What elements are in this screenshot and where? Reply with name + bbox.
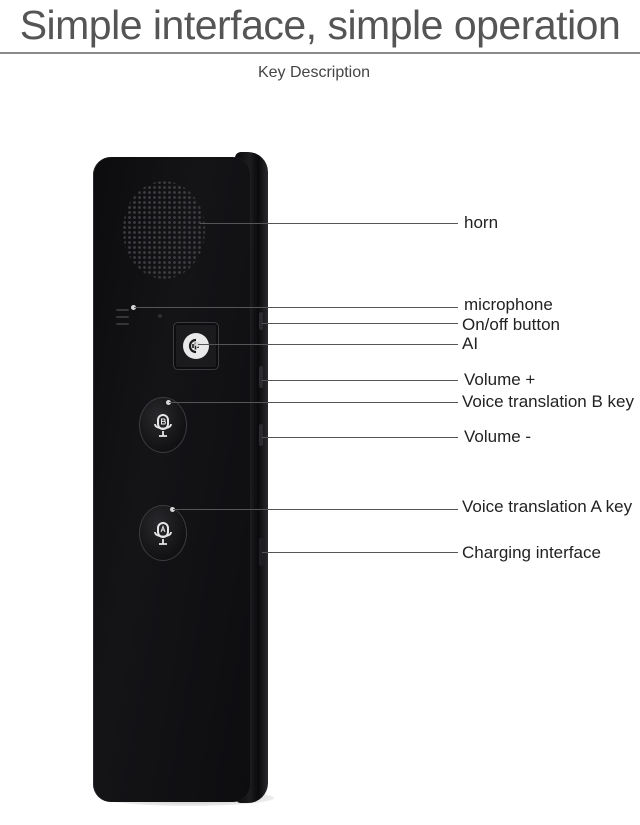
- on-off-callout-line: [262, 323, 458, 324]
- microphone-label: microphone: [464, 295, 553, 314]
- voice-a-callout-line: [173, 509, 458, 510]
- volume-down-callout-line: [262, 437, 458, 438]
- microphone-callout-dot: [131, 305, 136, 310]
- voice-b-callout-line: [169, 402, 458, 403]
- volume-up-side-button[interactable]: [259, 366, 263, 388]
- voice-a-callout-dot: [170, 507, 175, 512]
- voice-translation-a-button[interactable]: [139, 505, 187, 561]
- indicator-led: [158, 314, 162, 318]
- ai-callout-dot: [195, 342, 200, 347]
- microphone-b-icon: [152, 412, 174, 438]
- voice-b-callout-dot: [166, 400, 171, 405]
- microphone-a-icon: [152, 520, 174, 546]
- volume-down-label: Volume -: [464, 427, 532, 446]
- power-side-button[interactable]: [259, 312, 263, 330]
- volume-down-side-button[interactable]: [259, 424, 263, 446]
- microphone-slot: [116, 309, 129, 311]
- ai-label: AI: [462, 334, 479, 353]
- charging-interface-label: Charging interface: [462, 543, 601, 562]
- charging-port: [259, 538, 264, 566]
- page-subtitle: Key Description: [257, 64, 371, 81]
- volume-up-label: Volume +: [464, 370, 536, 389]
- on-off-button-label: On/off button: [462, 315, 560, 334]
- microphone-slot: [116, 316, 129, 318]
- voice-translation-b-label: Voice translation B key: [462, 392, 634, 411]
- voice-translation-b-button[interactable]: [139, 397, 187, 453]
- horn-callout-line: [200, 223, 458, 224]
- charging-callout-line: [262, 552, 458, 553]
- ai-callout-line: [198, 344, 458, 345]
- horn-label: horn: [464, 213, 499, 232]
- microphone-slot: [116, 323, 129, 325]
- voice-translation-a-label: Voice translation A key: [462, 497, 633, 516]
- volume-up-callout-line: [262, 380, 458, 381]
- title-divider: [0, 52, 640, 54]
- page-title: Simple interface, simple operation: [19, 2, 621, 48]
- microphone-callout-line: [134, 307, 458, 308]
- speaker-grille-icon: [122, 180, 206, 280]
